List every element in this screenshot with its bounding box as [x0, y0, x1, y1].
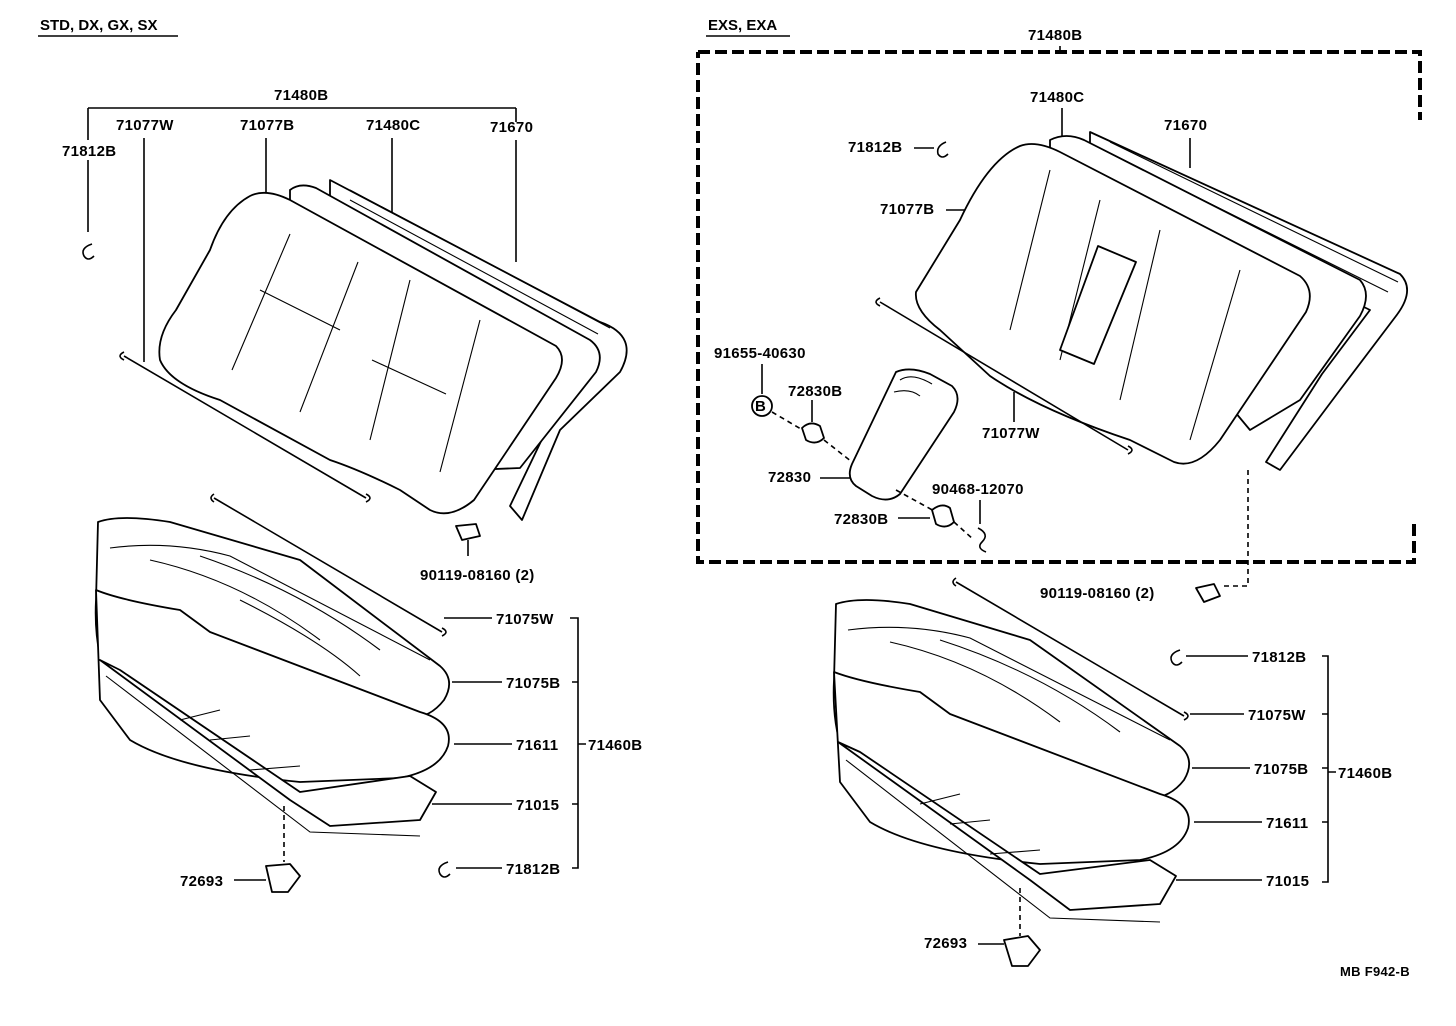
- left-cushion-cover-edge: [109, 544, 431, 661]
- right-screw-mark: B: [755, 398, 766, 415]
- right-armrest-opening: [1059, 245, 1137, 365]
- right-screw-dash: [771, 411, 807, 433]
- right-armrest-72830: [848, 368, 959, 501]
- left-cushion-frame-rails: [105, 675, 421, 837]
- right-label-71075w: 71075W: [1248, 707, 1306, 724]
- right-label-71075b: 71075B: [1254, 761, 1308, 778]
- right-label-71480c: 71480C: [1030, 89, 1084, 106]
- left-label-71611: 71611: [516, 737, 558, 754]
- left-back-cover-stitch: [259, 289, 447, 395]
- left-header: STD, DX, GX, SX: [40, 17, 158, 34]
- right-back-frame: [1089, 131, 1408, 471]
- right-back-assembly-label: 71480B: [1028, 27, 1082, 44]
- left-label-71480c: 71480C: [366, 117, 420, 134]
- right-label-72693: 72693: [924, 935, 967, 952]
- left-cushion-assembly-label: 71460B: [588, 737, 642, 754]
- left-cushion-pad-71611: [95, 589, 450, 783]
- left-back-frame-rails: [349, 189, 611, 335]
- right-label-71015: 71015: [1266, 873, 1309, 890]
- right-cushion-wire-ends: [952, 577, 1189, 721]
- right-label-90119: 90119-08160 (2): [1040, 585, 1155, 602]
- left-label-71075w: 71075W: [496, 611, 554, 628]
- left-label-90119: 90119-08160 (2): [420, 567, 535, 584]
- right-clip-71812b: [936, 141, 949, 158]
- right-label-71077w: 71077W: [982, 425, 1040, 442]
- right-cushion-bracket: [1322, 655, 1336, 883]
- right-cushion-frame-rails: [845, 759, 1161, 923]
- right-label-90468: 90468-12070: [932, 481, 1024, 498]
- left-clip-71812b-lower: [438, 861, 451, 878]
- left-back-wire-71077w: [123, 355, 367, 499]
- right-back-cover-seams: [1009, 169, 1241, 441]
- left-back-bracket: [87, 107, 517, 140]
- right-hook-72693: [1003, 935, 1041, 967]
- right-back-wire-71077w: [879, 301, 1129, 451]
- right-label-72830: 72830: [768, 469, 811, 486]
- left-label-71015: 71015: [516, 797, 559, 814]
- right-label-72830b-upper: 72830B: [788, 383, 842, 400]
- right-screw-91655: [751, 395, 773, 417]
- right-cushion-leaders: [1176, 655, 1262, 881]
- left-cushion-frame-71015: [99, 659, 437, 827]
- figure-code: MB F942-B: [1340, 964, 1410, 979]
- right-back-wire-ends: [875, 297, 1133, 455]
- left-label-72693: 72693: [180, 873, 223, 890]
- left-cushion-cover-stitch: [149, 555, 381, 677]
- right-back-dashed-box: [696, 50, 1422, 564]
- right-label-71611: 71611: [1266, 815, 1308, 832]
- left-back-assembly-label: 71480B: [274, 87, 328, 104]
- left-cushion-bracket: [570, 617, 586, 869]
- left-label-71077w: 71077W: [116, 117, 174, 134]
- left-back-cover-seams: [231, 233, 481, 473]
- right-header: EXS, EXA: [708, 17, 777, 34]
- right-bolt-90119: [1195, 583, 1221, 603]
- right-cushion-pad-71611: [833, 671, 1190, 865]
- left-bolt-90119: [455, 523, 481, 556]
- left-back-wire-ends: [119, 351, 371, 503]
- right-cushion-wire-71075w: [955, 581, 1185, 717]
- right-armrest-detail: [893, 376, 933, 397]
- left-back-cover: [158, 191, 563, 515]
- right-cushion-cover-stitch: [889, 639, 1121, 733]
- right-clip-90468: [977, 527, 987, 553]
- left-cushion-leaders: [432, 617, 512, 869]
- right-bolt-dash: [1224, 470, 1249, 587]
- right-label-71077b: 71077B: [880, 201, 934, 218]
- right-bushing-72830b-upper: [801, 422, 825, 444]
- right-label-71812b-upper: 71812B: [848, 139, 902, 156]
- right-bushing-dash: [823, 439, 853, 463]
- right-bushing-72830b-lower: [931, 504, 955, 528]
- left-cushion-wire-ends: [210, 493, 447, 637]
- right-cushion-cover-edge: [847, 626, 1171, 741]
- left-label-71812b-lower: 71812B: [506, 861, 560, 878]
- left-label-71670: 71670: [490, 119, 533, 136]
- left-hook-72693: [265, 863, 301, 893]
- right-label-71670: 71670: [1164, 117, 1207, 134]
- left-clip-71812b: [82, 243, 95, 260]
- left-label-71812b-upper: 71812B: [62, 143, 116, 160]
- right-label-72830b-lower: 72830B: [834, 511, 888, 528]
- left-label-71075b: 71075B: [506, 675, 560, 692]
- right-section: EXS, EXA 71480B 71480C 71670 71812B 7107…: [696, 17, 1422, 967]
- right-cushion-frame-71015: [837, 741, 1177, 911]
- right-label-91655: 91655-40630: [714, 345, 806, 362]
- left-cushion-wire-71075w: [213, 497, 443, 633]
- right-cushion-assembly-label: 71460B: [1338, 765, 1392, 782]
- right-armrest-dash: [895, 489, 937, 513]
- left-section: STD, DX, GX, SX 71480B 71077W 71077B 714…: [38, 17, 642, 893]
- right-clip-dash: [953, 521, 975, 541]
- right-label-71812b-lower: 71812B: [1252, 649, 1306, 666]
- right-clip-71812b-lower: [1170, 649, 1183, 666]
- left-label-71077b: 71077B: [240, 117, 294, 134]
